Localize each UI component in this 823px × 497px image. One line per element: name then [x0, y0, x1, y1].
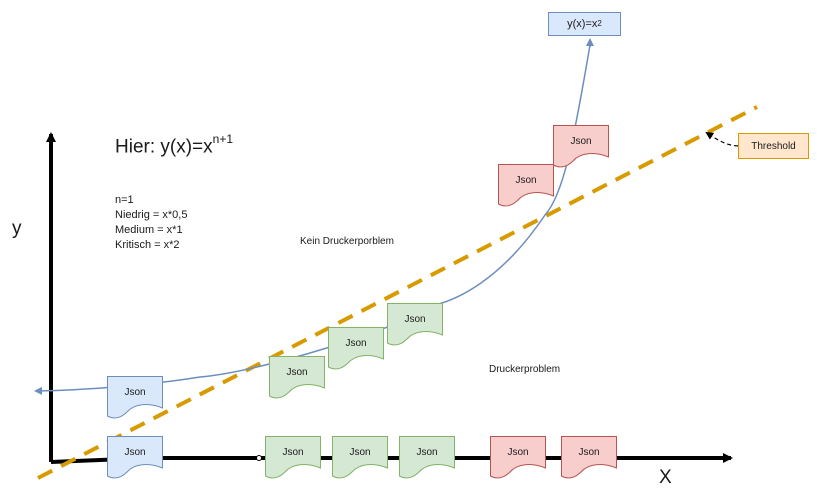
formula-base: Hier: y(x)=x	[115, 136, 213, 158]
json-doc-label: Json	[507, 447, 529, 458]
curve-equation-base: y(x)=x	[567, 18, 598, 30]
region-label-no-problem: Kein Druckerporblem	[300, 236, 394, 247]
json-doc-label: Json	[124, 447, 146, 458]
formula-exponent: n+1	[212, 132, 234, 146]
json-doc-label: Json	[349, 447, 371, 458]
json-doc-green-axis: Json	[332, 436, 388, 482]
json-doc-label: Json	[124, 387, 146, 398]
json-doc-green-axis: Json	[399, 436, 455, 482]
x-axis-label: X	[659, 467, 672, 488]
parameter-list: n=1 Niedrig = x*0,5 Medium = x*1 Kritisc…	[115, 193, 187, 253]
param-niedrig: Niedrig = x*0,5	[115, 209, 188, 221]
json-doc-label: Json	[282, 447, 304, 458]
json-doc-red: Json	[498, 164, 554, 210]
formula-title: Hier: y(x)=xn+1	[115, 132, 234, 158]
json-doc-blue: Json	[107, 376, 163, 422]
json-doc-blue-axis: Json	[107, 436, 163, 482]
json-doc-green: Json	[269, 356, 325, 402]
y-axis-label: y	[12, 218, 22, 239]
curve-equation-exponent: 2	[597, 18, 602, 28]
json-doc-label: Json	[570, 136, 592, 147]
json-doc-red-axis: Json	[561, 436, 617, 482]
json-doc-label: Json	[345, 338, 367, 349]
json-doc-label: Json	[515, 175, 537, 186]
region-label-problem: Druckerproblem	[489, 364, 561, 375]
param-n: n=1	[115, 194, 134, 206]
json-doc-label: Json	[578, 447, 600, 458]
json-doc-green-axis: Json	[265, 436, 321, 482]
json-doc-green: Json	[387, 303, 443, 349]
json-doc-label: Json	[286, 367, 308, 378]
threshold-pointer	[705, 131, 739, 147]
threshold-line	[37, 105, 758, 480]
json-doc-label: Json	[416, 447, 438, 458]
json-doc-red-axis: Json	[490, 436, 546, 482]
json-doc-label: Json	[404, 314, 426, 325]
threshold-box: Threshold	[738, 133, 809, 159]
json-doc-green: Json	[328, 327, 384, 373]
json-doc-red: Json	[553, 125, 609, 171]
param-kritisch: Kritisch = x*2	[115, 239, 180, 251]
axis-junction-dot	[256, 455, 262, 461]
param-medium: Medium = x*1	[115, 224, 183, 236]
